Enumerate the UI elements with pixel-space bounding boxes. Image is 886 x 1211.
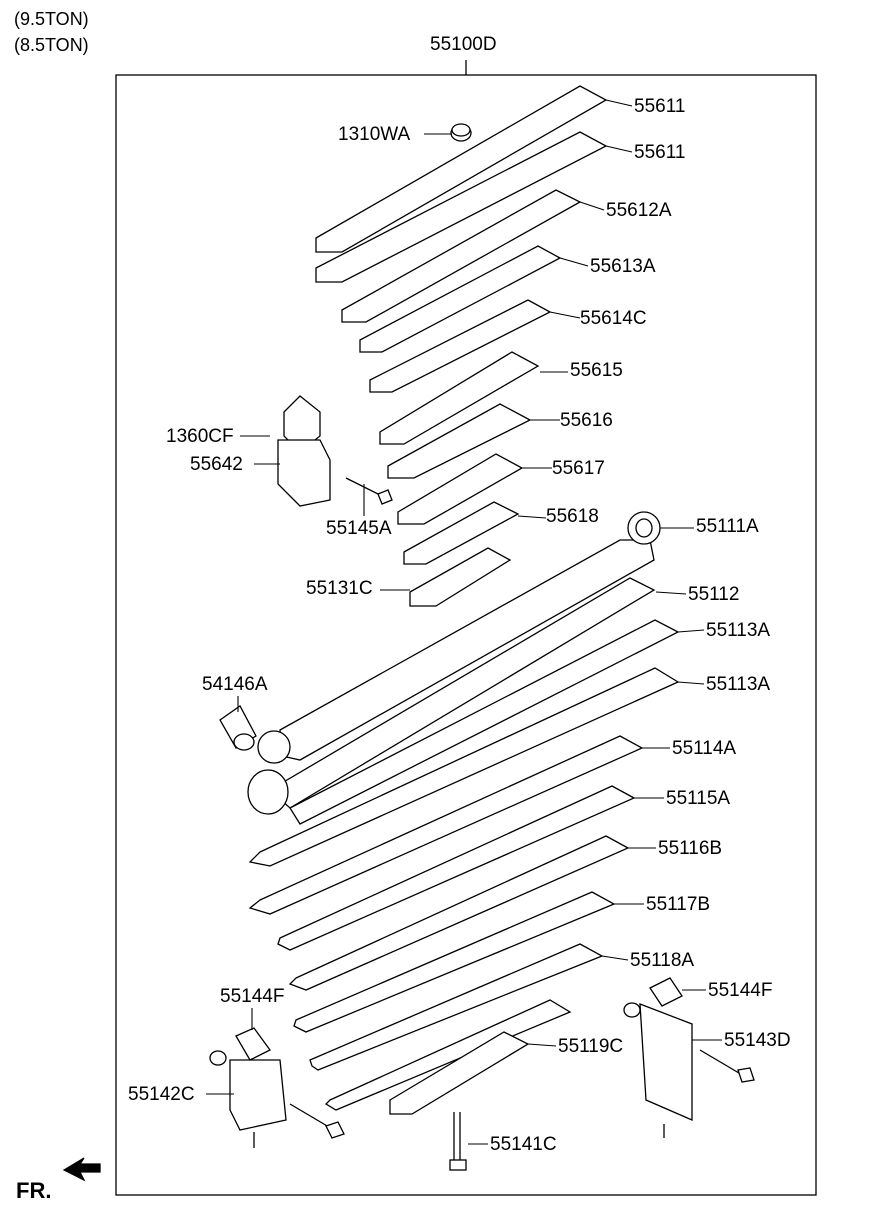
part-label: 55111A [696, 516, 759, 537]
part-label: 55144F [708, 980, 773, 1001]
bushing-54146a [219, 705, 291, 764]
part-label: 55117B [646, 894, 711, 915]
part-label: 55642 [190, 454, 243, 475]
front-arrow-icon [62, 1157, 101, 1182]
part-label: 55141C [490, 1134, 557, 1155]
part-label: 55617 [552, 458, 605, 479]
leader-lines [206, 99, 722, 1145]
nut-1310wa [450, 123, 472, 142]
part-label: 55613A [590, 256, 656, 277]
part-label: 55611 [634, 142, 686, 163]
part-label: 54146A [202, 674, 268, 695]
part-label: 55614C [580, 308, 647, 329]
part-label: 55119C [558, 1036, 624, 1057]
part-label: 55118A [630, 950, 695, 971]
part-label: 55616 [560, 410, 613, 431]
part-label: 55115A [666, 788, 731, 809]
part-label: 55618 [546, 506, 599, 527]
part-label: 55612A [606, 200, 672, 221]
part-label: 55145A [326, 518, 392, 539]
header-line-1: (9.5TON) [14, 9, 89, 29]
part-label: 55144F [220, 986, 285, 1007]
header-line-2: (8.5TON) [14, 35, 89, 55]
part-label: 1360CF [166, 426, 234, 447]
part-label: 1310WA [338, 124, 411, 145]
shackle-55143d [623, 977, 755, 1138]
part-label: 55615 [570, 360, 623, 381]
part-label: 55112 [688, 584, 740, 605]
assembly-label: 55100D [430, 34, 497, 55]
part-label: 55143D [724, 1030, 791, 1051]
shackle-55142c [209, 1027, 345, 1148]
part-label: 55131C [306, 578, 373, 599]
part-label: 55116B [658, 838, 723, 859]
shackle-55642 [277, 395, 393, 507]
part-label: 55142C [128, 1084, 195, 1105]
bolt-55141c [449, 1112, 467, 1171]
part-label: 55611 [634, 96, 686, 117]
main-leaf-pack [247, 511, 680, 1115]
front-label: FR. [16, 1178, 52, 1203]
part-label: 55113A [706, 620, 771, 641]
upper-leaf-pack [315, 85, 608, 607]
part-label: 55113A [706, 674, 771, 695]
part-label: 55114A [672, 738, 737, 759]
